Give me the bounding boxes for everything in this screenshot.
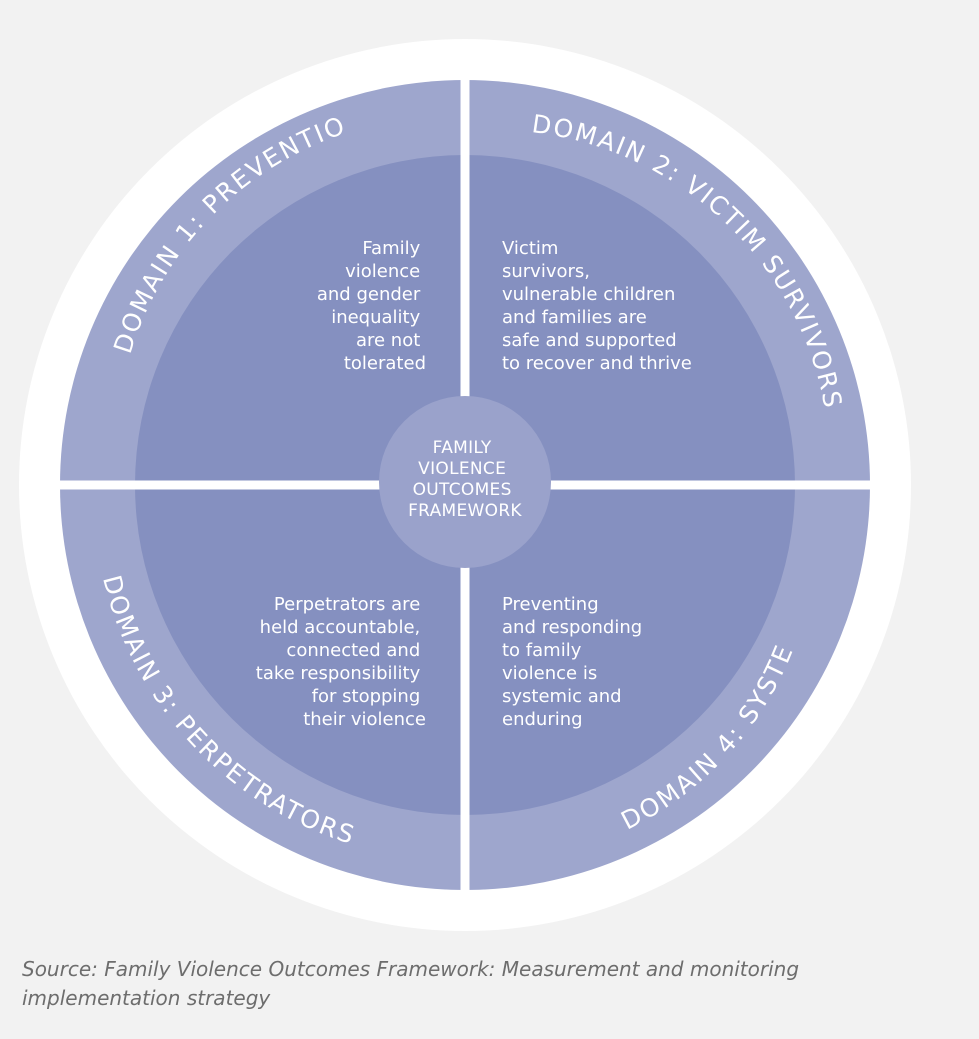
- source-caption: Source: Family Violence Outcomes Framewo…: [22, 957, 800, 1010]
- outcome-line: are not: [356, 330, 420, 351]
- outcome-line: survivors,: [502, 261, 590, 282]
- outcome-line: systemic and: [502, 686, 622, 707]
- outcome-line: held accountable,: [260, 617, 421, 638]
- outcome-line: take responsibility: [256, 663, 421, 684]
- outcome-line: and gender: [317, 284, 421, 305]
- outcome-line: their violence: [303, 709, 426, 730]
- center-line: VIOLENCE: [418, 459, 506, 479]
- outcome-line: safe and supported: [502, 330, 677, 351]
- outcome-line: Victim: [502, 238, 558, 259]
- outcome-line: vulnerable children: [502, 284, 675, 305]
- outcome-line: Family: [362, 238, 420, 259]
- center-line: FRAMEWORK: [408, 501, 522, 521]
- outcome-line: violence: [345, 261, 420, 282]
- center-title: FAMILY VIOLENCE OUTCOMES FRAMEWORK: [408, 438, 522, 521]
- outcome-line: Perpetrators are: [274, 594, 420, 615]
- outcome-line: inequality: [331, 307, 420, 328]
- center-line: OUTCOMES: [413, 480, 512, 500]
- domain-3-outcome: Perpetrators are held accountable, conne…: [256, 594, 426, 730]
- outcome-line: to family: [502, 640, 582, 661]
- outcome-line: Preventing: [502, 594, 599, 615]
- domain-4-outcome: Preventing and responding to family viol…: [502, 594, 648, 730]
- outcomes-framework-diagram: DOMAIN 1: PREVENTION DOMAIN 2: VICTIM SU…: [0, 0, 911, 931]
- outcome-line: and families are: [502, 307, 647, 328]
- outcome-line: connected and: [286, 640, 420, 661]
- center-line: FAMILY: [433, 438, 492, 458]
- outcome-line: tolerated: [344, 353, 426, 374]
- outcome-line: to recover and thrive: [502, 353, 692, 374]
- center-circle: [379, 396, 551, 568]
- outcome-line: and responding: [502, 617, 642, 638]
- domain-2-outcome: Victim survivors, vulnerable children an…: [502, 238, 692, 374]
- outcome-line: violence is: [502, 663, 597, 684]
- outcome-line: for stopping: [312, 686, 421, 707]
- domain-1-outcome: Family violence and gender inequality ar…: [317, 238, 426, 374]
- outcome-line: enduring: [502, 709, 583, 730]
